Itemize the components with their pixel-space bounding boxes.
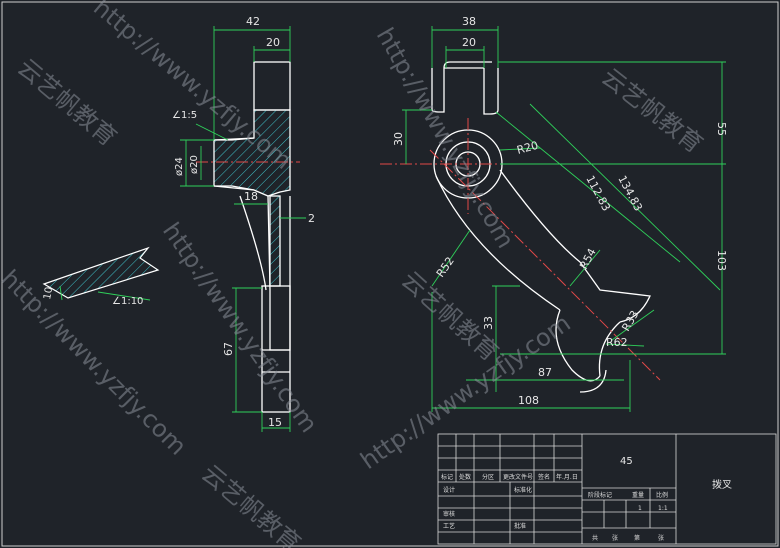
dim-right-height: 103 [715, 250, 728, 271]
watermark-url-1: http://www.yzfjy.com [88, 0, 297, 175]
tb-weight: 重量 [632, 491, 644, 499]
dim-arm-length-inner: 112.83 [583, 173, 613, 213]
watermark-url-4: http://www.yzfjy.com [0, 264, 192, 460]
dim-taper-top: ∠1:5 [172, 110, 197, 121]
tb-count-value: 1 [638, 505, 642, 512]
dim-front-top-width: 38 [462, 15, 476, 28]
dim-detail-height: 10 [42, 286, 55, 300]
tb-process: 工艺 [443, 522, 455, 530]
dim-radius-top: R20 [515, 139, 539, 157]
dim-front-slot-width: 20 [462, 36, 476, 49]
watermark-url-2: http://www.yzfjy.com [157, 217, 323, 437]
tb-sheet-label-2: 张 [658, 534, 664, 542]
watermark-brand-1: 云艺帆教育 [12, 53, 122, 152]
dim-radius-mid: R54 [577, 246, 599, 271]
dim-side-flange-width: 20 [266, 36, 280, 49]
tb-sheet-no: 第 [634, 534, 640, 542]
title-block-text: 标记 处数 分区 更改文件号 签名 年.月.日 设计 标准化 审核 工艺 批准 … [441, 456, 732, 542]
dim-radius-arm: R52 [434, 255, 457, 280]
dim-bore-outer: ø24 [174, 157, 185, 176]
tb-stage-mark: 阶段标记 [588, 491, 612, 499]
dim-center-height: 30 [392, 132, 405, 146]
tb-review: 审核 [443, 510, 455, 518]
dim-radius-fork-inner: R62 [606, 336, 628, 349]
dim-offset-33: 33 [482, 316, 495, 330]
dim-side-top-width: 42 [246, 15, 260, 28]
dim-rib-gap: 18 [244, 190, 258, 203]
dim-span-87: 87 [538, 366, 552, 379]
side-dimensions [180, 26, 306, 432]
tb-sheet-total: 共 [592, 534, 598, 542]
tb-standardize: 标准化 [514, 486, 532, 494]
tb-label-date: 年.月.日 [556, 473, 578, 481]
dim-rib-thickness: 2 [308, 212, 315, 225]
tb-label-change-doc: 更改文件号 [503, 473, 533, 481]
tb-label-zone: 分区 [482, 473, 494, 481]
title-block [437, 433, 777, 545]
watermark-brand-4: 云艺帆教育 [196, 459, 306, 548]
dim-bore-inner: ø20 [189, 155, 200, 174]
tb-ratio: 比例 [656, 491, 668, 499]
tb-material: 45 [620, 456, 633, 467]
tb-design: 设计 [443, 486, 455, 494]
tb-scale-value: 1:1 [658, 505, 668, 512]
tb-label-count: 处数 [459, 473, 471, 481]
side-view [213, 61, 291, 413]
tb-part-name: 拨叉 [712, 478, 732, 491]
dim-bottom-width: 15 [268, 416, 282, 429]
detail-section [42, 246, 160, 301]
watermark-brand-2: 云艺帆教育 [596, 63, 708, 159]
tb-label-mark: 标记 [441, 473, 453, 481]
dim-top-height: 55 [715, 122, 728, 136]
dim-span-108: 108 [518, 394, 539, 407]
dim-lower-height: 67 [222, 342, 235, 356]
tb-label-sign: 签名 [538, 473, 550, 481]
dim-arm-length-outer: 134.83 [615, 173, 645, 213]
tb-sheet-label: 张 [612, 534, 618, 542]
front-dimensions [402, 26, 726, 412]
tb-approve: 批准 [514, 522, 526, 530]
dim-detail-taper: ∠1:10 [112, 296, 143, 307]
